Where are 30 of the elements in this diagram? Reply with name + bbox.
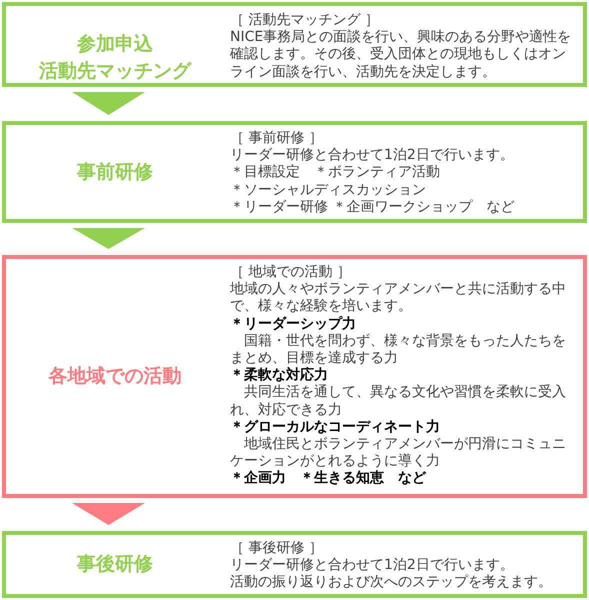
arrow [72, 228, 145, 249]
skill-heading: ＊リーダーシップ力 [230, 316, 357, 333]
process-box [2, 531, 587, 598]
description-text: 国籍・世代を問わず、様々な背景をもった人たちをまとめ、目標を達成する力 [230, 332, 567, 366]
skill-heading: ＊企画力 ＊生きる知恵 など [230, 470, 428, 488]
arrow [72, 503, 145, 525]
step-title: 各地域での活動 [47, 364, 182, 389]
description-text: NICE事務局との面談を行い、興味のある分野や適性を確認します。その後、受入団体との現地もしくはオンライン面談を行い、活動先を決定します。 [230, 29, 572, 81]
section-heading: ［ 事後研修 ］ [230, 540, 324, 558]
skill-heading: ＊柔軟な対応力 [230, 367, 329, 384]
description-text: 共同生活を通して、異なる文化や習慣を柔軟に受入れ、対応できる力 [230, 384, 567, 419]
description-text: リーダー研修と合わせて1泊2日で行います。 [230, 557, 515, 574]
section-heading: ［ 地域での活動 ］ [230, 264, 352, 282]
description-text: ＊ソーシャルディスカッション [230, 182, 427, 199]
arrow [72, 92, 145, 115]
step-title: 事後研修 [76, 552, 154, 577]
step-title: 参加申込活動先マッチング [38, 32, 193, 84]
description-text: 地域住民とボランティアメンバーが円滑にコミュニケーションがとれるように導く力 [230, 436, 567, 470]
section-heading: ［ 事前研修 ］ [230, 130, 324, 148]
step-title: 事前研修 [76, 160, 154, 184]
description-text: 活動の振り返りおよび次へのステップを考えます。 [230, 574, 553, 592]
section-heading: ［ 活動先マッチング ］ [230, 12, 380, 30]
description-text: 地域の人々やボランティアメンバーと共に活動する中で、様々な経験を培います。 [230, 281, 567, 316]
process-box [2, 2, 587, 87]
process-box [2, 121, 587, 223]
description-text: ＊リーダー研修 ＊企画ワークショップ など [230, 198, 516, 216]
skill-heading: ＊グローカルなコーディネート力 [230, 418, 441, 436]
process-box [2, 255, 587, 498]
description-text: ＊目標設定 ＊ボランティア活動 [230, 164, 441, 182]
description-text: リーダー研修と合わせて1泊2日で行います。 [230, 147, 515, 164]
